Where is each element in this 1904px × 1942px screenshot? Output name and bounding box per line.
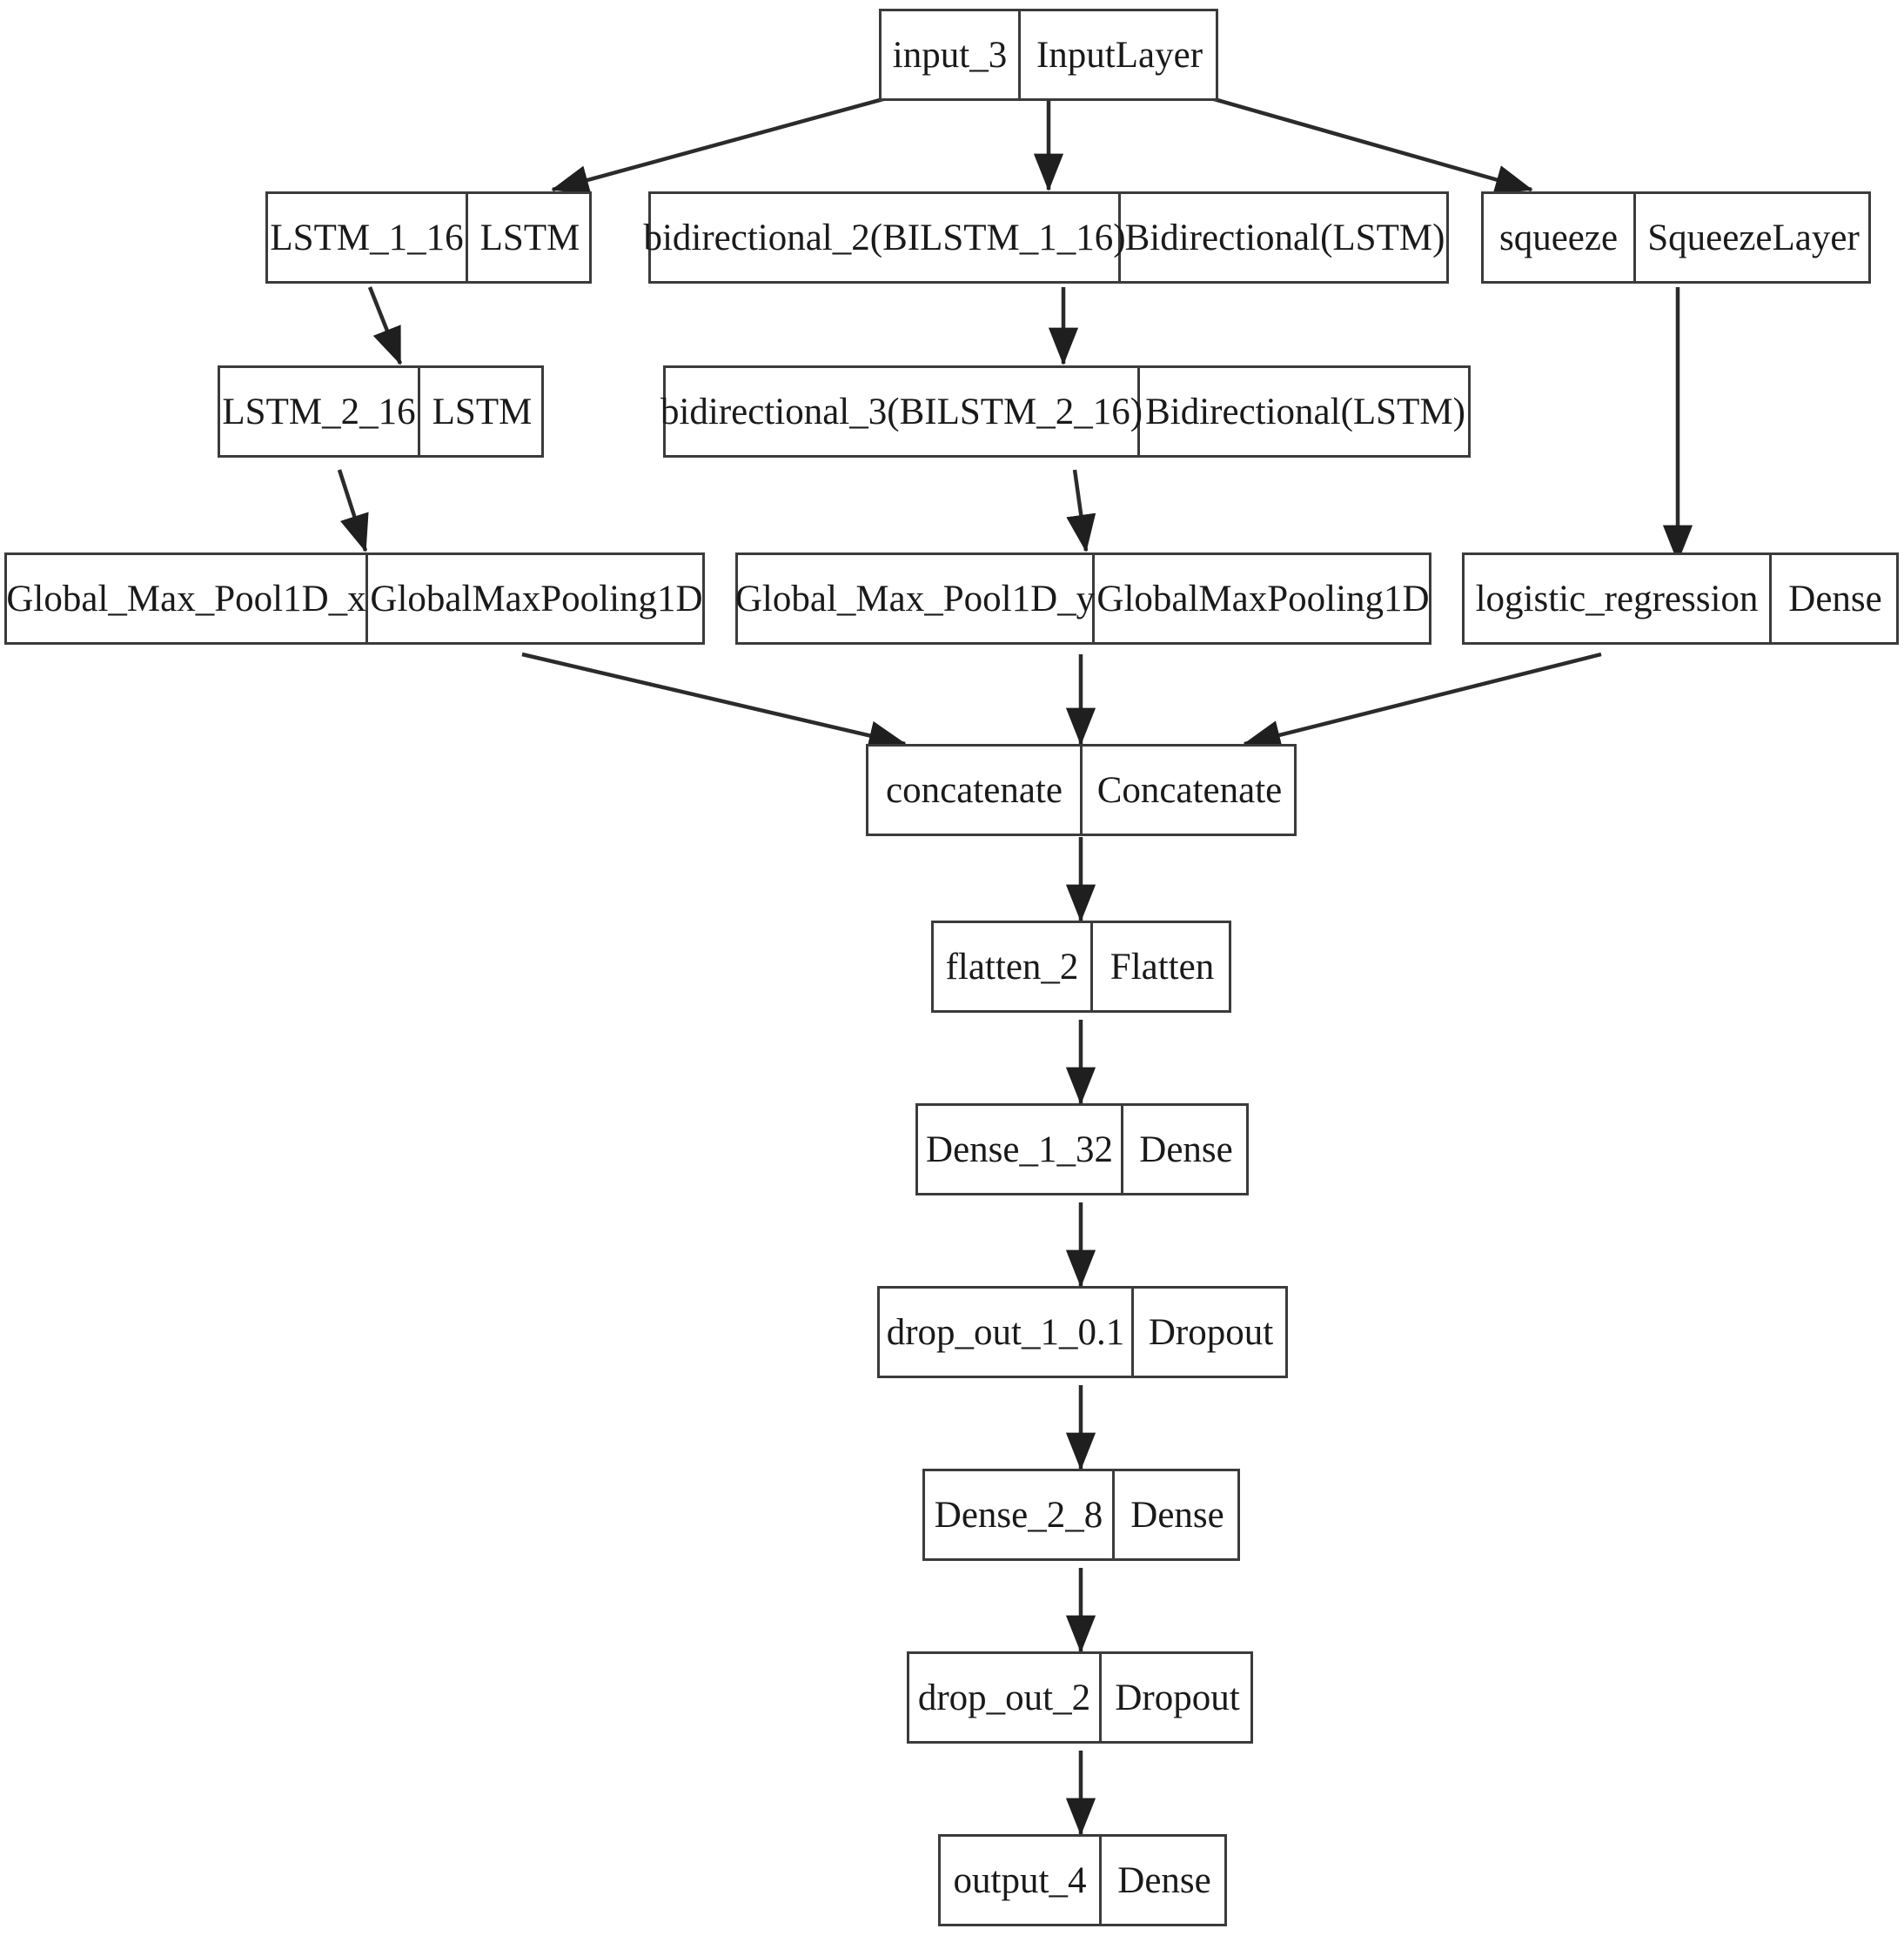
node-type-Dense_2_8: Dense xyxy=(1130,1494,1224,1536)
node-name-drop_out_1_0.1: drop_out_1_0.1 xyxy=(880,1289,1134,1376)
node-Global_Max_Pool1D_y[interactable]: Global_Max_Pool1D_y GlobalMaxPooling1D xyxy=(735,552,1431,645)
node-logistic_regression[interactable]: logistic_regression Dense xyxy=(1462,552,1899,645)
node-name-flatten_2: flatten_2 xyxy=(934,923,1093,1010)
node-name-bidirectional_2: bidirectional_2(BILSTM_1_16) xyxy=(643,194,1126,281)
node-drop_out_2[interactable]: drop_out_2 Dropout xyxy=(907,1651,1253,1744)
node-name-drop_out_2: drop_out_2 xyxy=(909,1654,1102,1741)
node-type-bidirectional_2: Bidirectional(LSTM) xyxy=(1124,217,1445,258)
node-type-squeeze: SqueezeLayer xyxy=(1647,217,1860,258)
node-name-output_4: output_4 xyxy=(941,1837,1102,1924)
node-drop_out_1_0.1[interactable]: drop_out_1_0.1 Dropout xyxy=(877,1286,1288,1378)
node-name-Global_Max_Pool1D_x: Global_Max_Pool1D_x xyxy=(6,555,368,642)
node-type-Global_Max_Pool1D_y: GlobalMaxPooling1D xyxy=(1096,578,1430,619)
node-name-Dense_2_8: Dense_2_8 xyxy=(925,1471,1115,1558)
node-LSTM_2_16[interactable]: LSTM_2_16 LSTM xyxy=(218,365,544,458)
edge-lstm1-lstm2 xyxy=(367,286,403,365)
node-name-input_3: input_3 xyxy=(882,11,1021,98)
node-type-Dense_1_32: Dense xyxy=(1139,1128,1233,1170)
node-type-concatenate: Concatenate xyxy=(1096,769,1283,811)
node-name-logistic_regression: logistic_regression xyxy=(1465,555,1772,642)
edge-gmp-x-concatenate xyxy=(521,652,907,751)
node-name-Dense_1_32: Dense_1_32 xyxy=(918,1106,1123,1193)
node-type-LSTM_1_16: LSTM xyxy=(479,217,580,258)
edge-bidirectional3-gmp-y xyxy=(1066,469,1096,552)
node-Global_Max_Pool1D_x[interactable]: Global_Max_Pool1D_x GlobalMaxPooling1D xyxy=(4,552,705,645)
node-type-flatten_2: Flatten xyxy=(1110,946,1215,988)
node-Dense_1_32[interactable]: Dense_1_32 Dense xyxy=(915,1103,1249,1195)
node-name-LSTM_2_16: LSTM_2_16 xyxy=(220,368,420,455)
node-type-Global_Max_Pool1D_x: GlobalMaxPooling1D xyxy=(370,578,703,619)
node-flatten_2[interactable]: flatten_2 Flatten xyxy=(931,921,1231,1013)
node-type-input_3: InputLayer xyxy=(1036,34,1203,76)
node-name-squeeze: squeeze xyxy=(1484,194,1636,281)
node-type-drop_out_1_0.1: Dropout xyxy=(1148,1311,1274,1353)
node-type-logistic_regression: Dense xyxy=(1788,578,1882,619)
node-squeeze[interactable]: squeeze SqueezeLayer xyxy=(1481,191,1871,284)
edge-lstm2-gmp-x xyxy=(337,469,369,552)
node-output_4[interactable]: output_4 Dense xyxy=(938,1834,1227,1926)
node-LSTM_1_16[interactable]: LSTM_1_16 LSTM xyxy=(265,191,592,284)
node-concatenate[interactable]: concatenate Concatenate xyxy=(866,744,1297,836)
node-type-LSTM_2_16: LSTM xyxy=(432,391,533,432)
node-type-drop_out_2: Dropout xyxy=(1115,1677,1240,1718)
node-name-Global_Max_Pool1D_y: Global_Max_Pool1D_y xyxy=(735,555,1095,642)
node-name-bidirectional_3: bidirectional_3(BILSTM_2_16) xyxy=(660,368,1143,455)
edge-logistic-concatenate xyxy=(1243,652,1602,750)
node-bidirectional_3[interactable]: bidirectional_3(BILSTM_2_16) Bidirection… xyxy=(660,365,1471,458)
node-name-LSTM_1_16: LSTM_1_16 xyxy=(268,194,468,281)
node-bidirectional_2[interactable]: bidirectional_2(BILSTM_1_16) Bidirection… xyxy=(643,191,1449,284)
node-Dense_2_8[interactable]: Dense_2_8 Dense xyxy=(922,1469,1240,1561)
node-type-bidirectional_3: Bidirectional(LSTM) xyxy=(1145,391,1465,432)
node-name-concatenate: concatenate xyxy=(868,747,1083,834)
node-input_3[interactable]: input_3 InputLayer xyxy=(879,9,1218,101)
node-type-output_4: Dense xyxy=(1117,1859,1211,1901)
